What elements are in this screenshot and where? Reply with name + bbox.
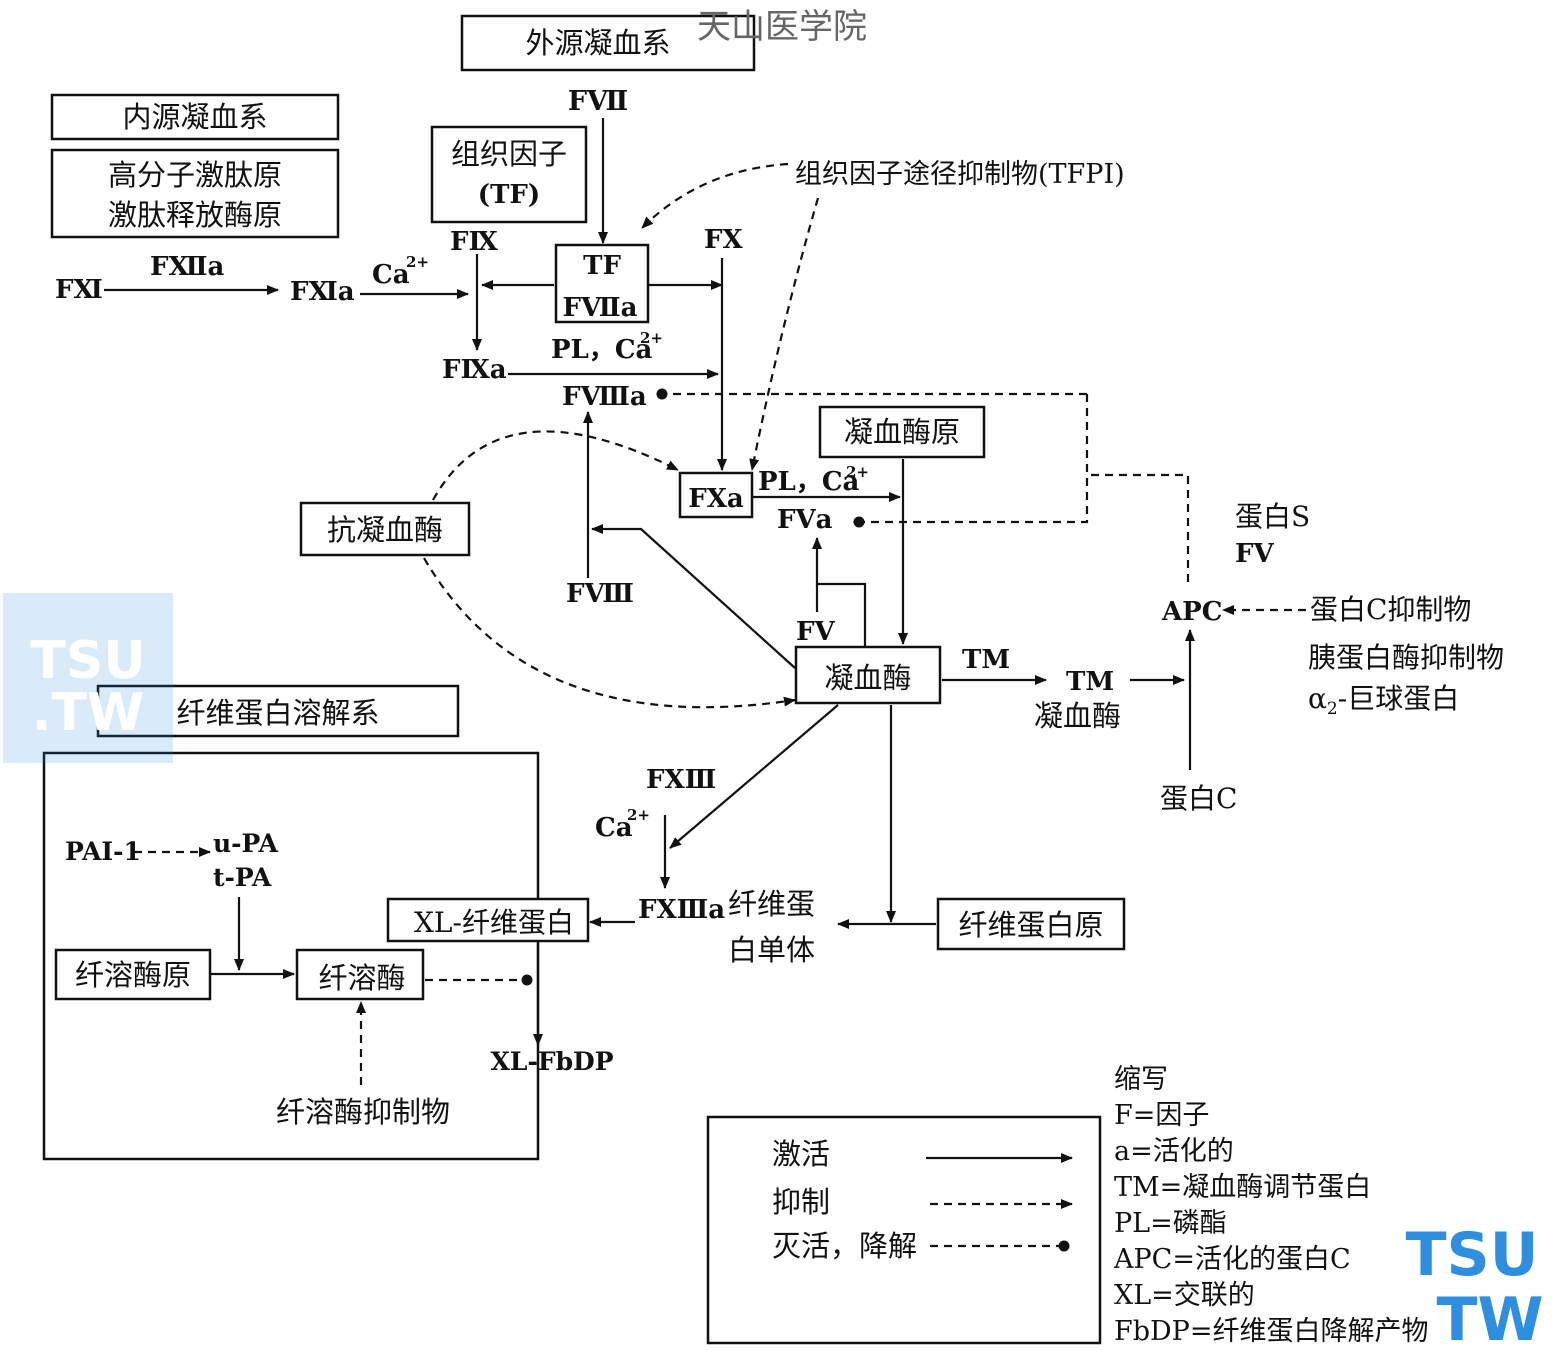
f12a-label: FⅫa xyxy=(150,252,225,282)
pl-ca2-superscript: 2+ xyxy=(846,463,869,481)
intrinsic-title-box xyxy=(50,93,340,141)
trypsin-inhibitor-label: 胰蛋白酶抑制物 xyxy=(1308,641,1504,674)
tm-thrombin-line1: TM xyxy=(1066,667,1114,697)
tf-box-line2: (TF) xyxy=(478,180,540,210)
f13-label: FⅩⅢ xyxy=(646,765,716,795)
tfpi-label: 组织因子途径抑制物(TFPI) xyxy=(795,159,1125,190)
f7a-label: FⅦa xyxy=(563,293,638,323)
ca-label: Ca xyxy=(372,260,410,290)
f7-label: FⅦ xyxy=(568,86,628,117)
f10a-label: FⅩa xyxy=(688,484,744,514)
pci-label: 蛋白C抑制物 xyxy=(1310,593,1471,626)
pl-ca-label: PL，Ca xyxy=(551,335,653,365)
fibrinolysis-title: 纤维蛋白溶解系 xyxy=(176,696,379,730)
abbrev-item: APC=活化的蛋白C xyxy=(1113,1244,1351,1275)
antithrombin-box xyxy=(299,501,471,557)
alpha2-macroglobulin-label: α2-巨球蛋白 xyxy=(1308,682,1459,719)
fibrin-monomer-line2: 白单体 xyxy=(728,933,815,967)
prothrombin-label: 凝血酶原 xyxy=(844,415,960,449)
thrombin-box xyxy=(794,645,942,705)
fibrin-monomer-line1: 纤维蛋 xyxy=(728,887,815,921)
apc-inactivation-line xyxy=(1087,473,1190,582)
abbrev-item: XL=交联的 xyxy=(1114,1280,1255,1311)
f11a-label: FⅪa xyxy=(290,277,355,307)
abbrev-title: 缩写 xyxy=(1114,1064,1168,1095)
apc-label: APC xyxy=(1161,597,1222,627)
legend-inhibit-label: 抑制 xyxy=(772,1185,830,1219)
xl-fibrin-label: XL-纤维蛋白 xyxy=(414,906,574,939)
extrinsic-title: 外源凝血系 xyxy=(525,26,670,60)
tsu-logo-left-line1: TSU xyxy=(30,631,145,691)
abbrev-item: PL=磷酯 xyxy=(1114,1208,1227,1239)
legend-activate-label: 激活 xyxy=(772,1137,830,1171)
fibrinogen-box xyxy=(936,897,1126,951)
ca3-label: Ca xyxy=(595,813,633,843)
f10a-box xyxy=(678,471,754,519)
watermark-top: 天山医学院 xyxy=(697,7,867,47)
tsu-logo-left xyxy=(3,593,173,763)
prothrombin-box xyxy=(818,405,986,459)
extrinsic-title-box xyxy=(460,14,756,72)
tsu-logo-right-line1: TSU xyxy=(1406,1220,1539,1290)
intrinsic-title: 内源凝血系 xyxy=(122,100,267,134)
xl-fbdp-label: XL-FbDP xyxy=(490,1047,613,1076)
thrombin-to-f5-arrow xyxy=(812,537,867,646)
f11-label: FⅪ xyxy=(55,275,103,305)
abbrev-item: TM=凝血酶调节蛋白 xyxy=(1114,1172,1371,1203)
f13a-label: FⅩⅢa xyxy=(638,895,725,925)
f9-label: FⅨ xyxy=(450,227,498,257)
tfpi-to-f10a-arrow xyxy=(749,197,820,471)
ca-superscript: 2+ xyxy=(406,253,429,271)
abbrev-item: a=活化的 xyxy=(1114,1136,1234,1167)
pl-ca-superscript: 2+ xyxy=(640,329,663,347)
fibrinolysis-title-box xyxy=(96,684,460,738)
tsu-logo-left-line2: .TW xyxy=(32,683,145,743)
plasminogen-label: 纤溶酶原 xyxy=(75,958,191,992)
plasmin-box xyxy=(295,948,425,1001)
f5a-label: FⅤa xyxy=(777,505,833,535)
tsu-logo-right-line2: TW xyxy=(1436,1285,1543,1355)
abbrev-item: F=因子 xyxy=(1114,1100,1209,1131)
tf-label: TF xyxy=(583,251,621,281)
fibrinogen-label: 纤维蛋白原 xyxy=(958,908,1103,942)
f10-label: FⅩ xyxy=(704,225,743,255)
xl-fibrin-box xyxy=(386,897,590,943)
kinin-box xyxy=(50,148,340,239)
tf-box xyxy=(430,125,588,224)
antithrombin-to-thrombin-arrow xyxy=(423,557,796,709)
tf-f7a-box xyxy=(554,243,650,324)
f5-right-label: FⅤ xyxy=(1235,539,1274,569)
plasmin-inhibitor-label: 纤溶酶抑制物 xyxy=(276,1095,450,1129)
antithrombin-label: 抗凝血酶 xyxy=(327,513,443,547)
legend-inactivate-label: 灭活，降解 xyxy=(772,1229,917,1263)
tfpi-to-tf-arrow xyxy=(641,162,789,229)
tm-label: TM xyxy=(962,645,1010,675)
tm-thrombin-line2: 凝血酶 xyxy=(1034,699,1121,733)
tf-box-line1: 组织因子 xyxy=(451,137,567,171)
pai1-label: PAI-1 xyxy=(65,837,141,866)
protein-s-label: 蛋白S xyxy=(1235,500,1310,533)
hmwk-label: 高分子激肽原 xyxy=(108,158,282,192)
antithrombin-to-f10a-arrow xyxy=(432,430,679,501)
plasminogen-box xyxy=(54,948,212,1001)
prekallikrein-label: 激肽释放酶原 xyxy=(108,198,282,232)
thrombin-to-f8-arrow xyxy=(591,524,796,669)
f8-label: FⅧ xyxy=(566,579,634,609)
tpa-label: t-PA xyxy=(213,863,272,892)
abbrev-item: FbDP=纤维蛋白降解产物 xyxy=(1114,1316,1428,1347)
f8a-label: FⅧa xyxy=(562,382,647,412)
protein-c-label: 蛋白C xyxy=(1160,782,1237,815)
plasmin-label: 纤溶酶 xyxy=(318,961,405,995)
thrombin-to-f13-arrow xyxy=(669,704,839,849)
f9a-label: FⅨa xyxy=(442,355,507,385)
upa-label: u-PA xyxy=(213,829,279,858)
pl-ca2-label: PL，Ca xyxy=(758,467,860,497)
apc-to-f5a-dot-line xyxy=(853,394,1089,528)
f5-label: FⅤ xyxy=(796,617,835,647)
ca3-superscript: 2+ xyxy=(627,806,650,824)
thrombin-label: 凝血酶 xyxy=(824,661,911,695)
legend-box xyxy=(706,1115,1102,1345)
